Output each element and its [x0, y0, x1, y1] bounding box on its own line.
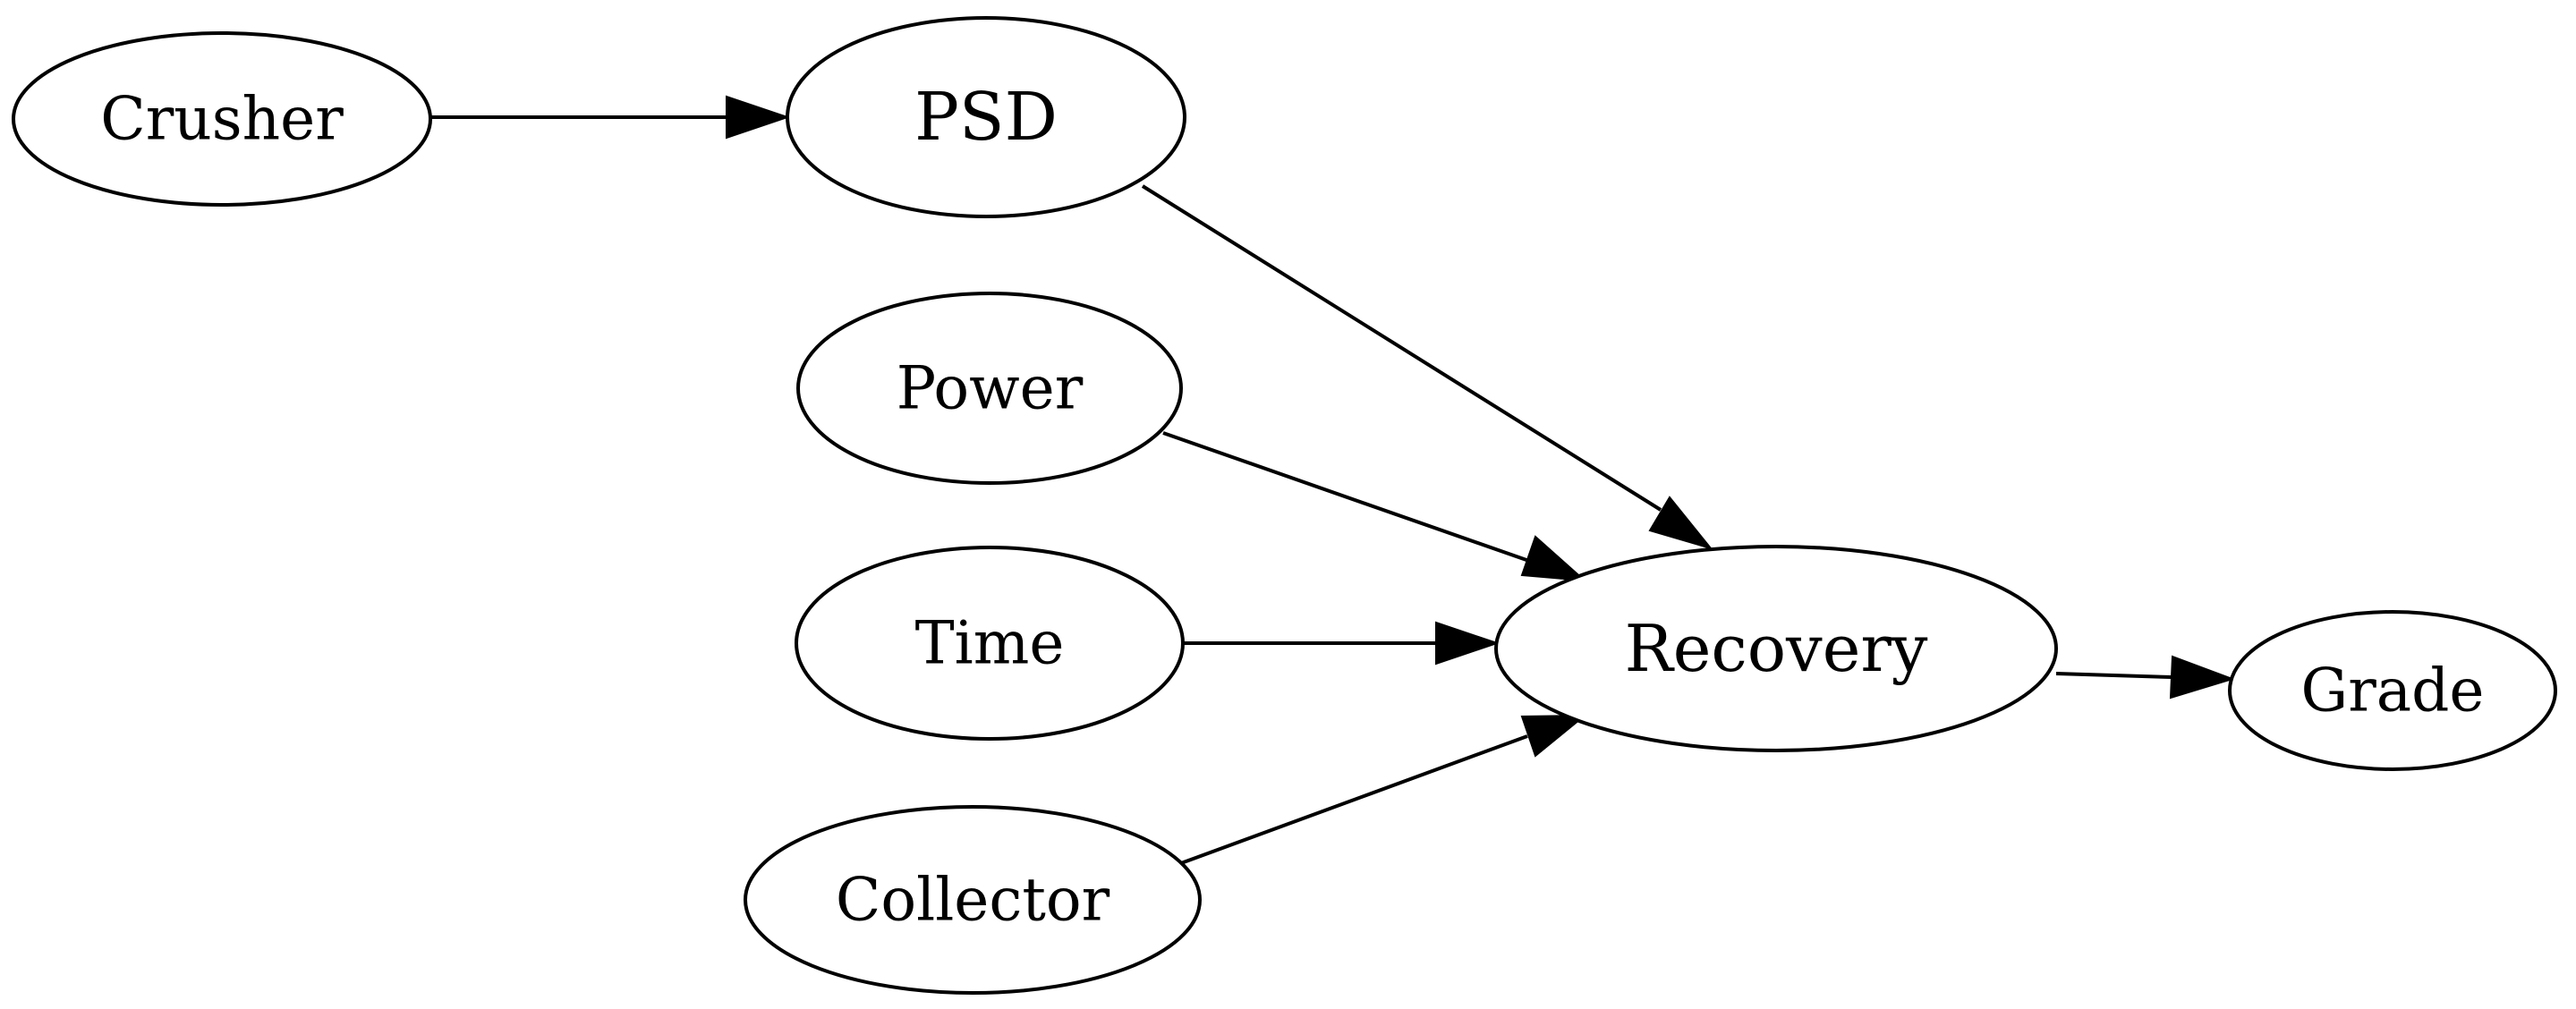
node-grade: Grade [2228, 610, 2557, 771]
edges [430, 95, 2236, 865]
arrowhead [2169, 655, 2236, 700]
edge-line [1180, 734, 1528, 865]
node-label-collector: Collector [836, 866, 1110, 935]
node-collector: Collector [744, 805, 1202, 995]
node-ellipse [795, 546, 1185, 741]
edge-crusher-psd [430, 95, 791, 140]
node-psd: PSD [786, 16, 1186, 218]
edge-time-recovery [1183, 621, 1501, 666]
node-label-power: Power [897, 354, 1084, 423]
arrowhead [1520, 714, 1587, 758]
node-power: Power [796, 292, 1183, 485]
edge-collector-recovery [1180, 714, 1587, 865]
edge-line [2055, 672, 2172, 679]
edge-power-recovery [1162, 431, 1587, 582]
node-ellipse [1494, 545, 2058, 752]
arrowhead [1648, 496, 1713, 550]
edge-recovery-grade [2055, 655, 2236, 700]
arrowhead [1435, 621, 1501, 666]
edge-line [1162, 431, 1527, 562]
node-ellipse [744, 805, 1202, 995]
node-label-time: Time [915, 609, 1065, 678]
arrowhead [726, 95, 791, 140]
node-label-recovery: Recovery [1625, 611, 1928, 686]
arrowhead [1520, 535, 1587, 582]
node-label-crusher: Crusher [100, 85, 344, 154]
nodes: Crusher PSD Power Time Collector Recover… [12, 16, 2557, 995]
node-ellipse [796, 292, 1183, 485]
node-recovery: Recovery [1494, 545, 2058, 752]
edge-psd-recovery [1141, 184, 1713, 550]
node-ellipse [786, 16, 1186, 218]
node-label-psd: PSD [914, 79, 1058, 156]
node-time: Time [795, 546, 1185, 741]
node-label-grade: Grade [2301, 657, 2485, 725]
edge-line [1141, 184, 1662, 512]
node-ellipse [2228, 610, 2557, 771]
node-crusher: Crusher [12, 31, 432, 207]
node-ellipse [12, 31, 432, 207]
